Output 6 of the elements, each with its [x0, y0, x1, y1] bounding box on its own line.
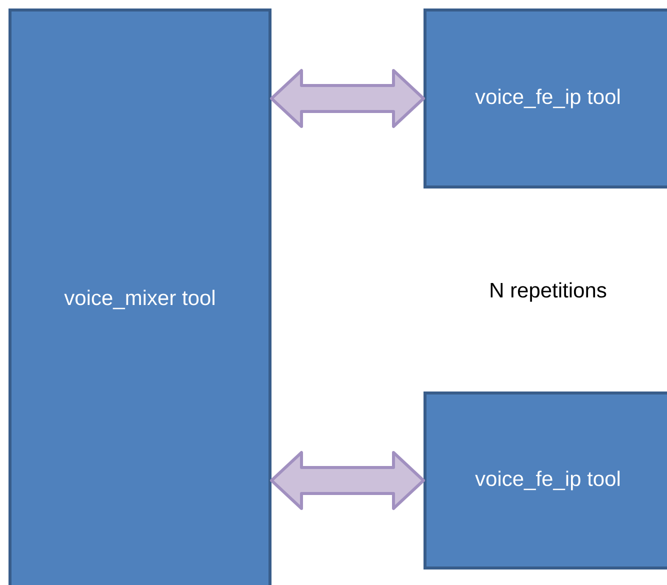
double-arrow [270, 450, 425, 510]
tool-box: voice_mixer tool [8, 8, 272, 585]
tool-box: voice_fe_ip tool [424, 8, 667, 188]
note-text: N repetitions [490, 282, 606, 302]
double-arrow [270, 69, 425, 128]
tool-box: voice_fe_ip tool [424, 391, 667, 570]
